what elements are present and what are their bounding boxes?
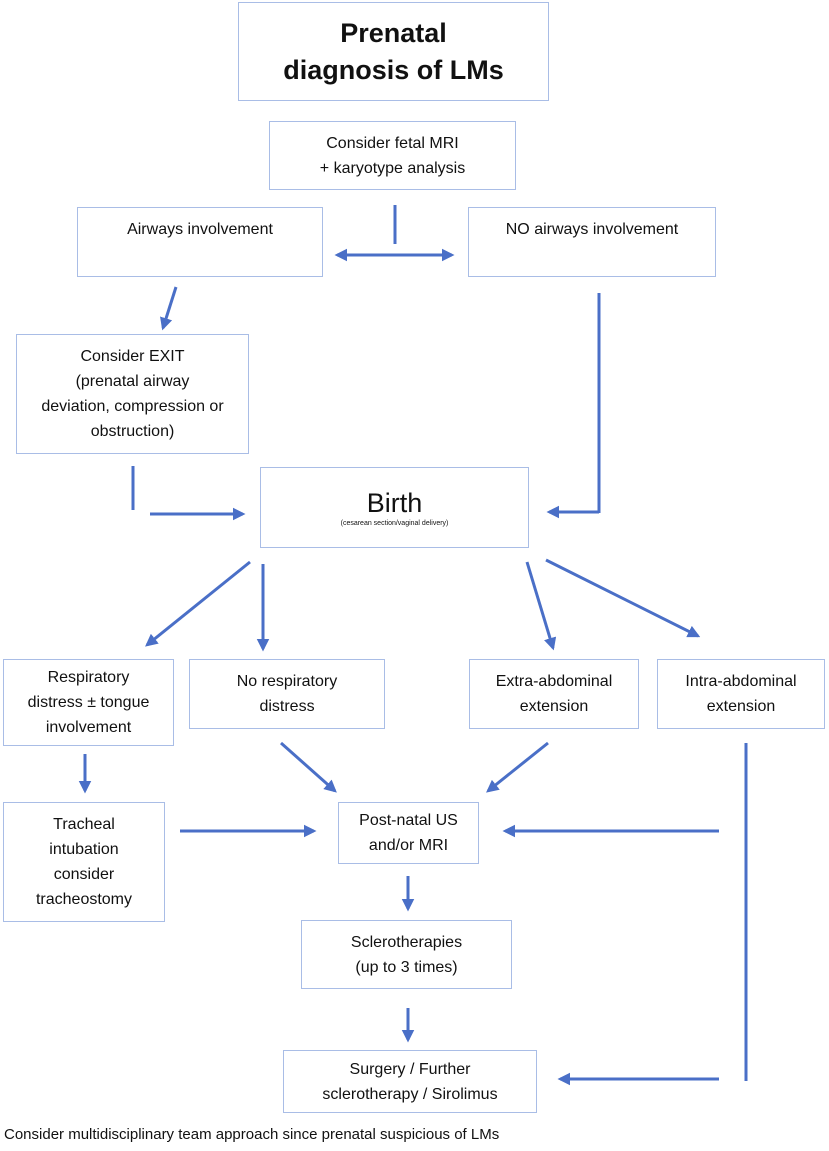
respiratory-distress-line-3: involvement [45,719,132,736]
birth-subtitle: (cesarean section/vaginal delivery) [340,519,449,527]
prenatal-diagnosis-line-2: diagnosis of LMs [283,54,504,85]
postnatal-us-box: Post-natal US and/or MRI [338,802,479,864]
consider-exit-box: Consider EXIT (prenatal airway deviation… [16,334,249,454]
consider-exit-line-3: deviation, compression or [41,398,224,415]
postnatal-us-line-2: and/or MRI [368,837,449,854]
tracheal-intubation-line-1: Tracheal [53,816,115,833]
surgery-box: Surgery / Further sclerotherapy / Siroli… [283,1050,537,1113]
fetal-mri-line-2: + karyotype analysis [319,159,466,177]
surgery-line-2: sclerotherapy / Sirolimus [322,1085,498,1103]
respiratory-distress-box: Respiratory distress ± tongue involvemen… [3,659,174,746]
no-airways-involvement-label: NO airways involvement [505,221,679,238]
no-respiratory-distress-box: No respiratory distress [189,659,385,729]
intra-abdominal-line-1: Intra-abdominal [685,673,797,690]
birth-title: Birth [366,487,423,518]
sclerotherapies-box: Sclerotherapies (up to 3 times) [301,920,512,989]
tracheal-intubation-box: Tracheal intubation consider tracheostom… [3,802,165,922]
arrow-birth-to-extra-abdominal [525,561,557,651]
intra-abdominal-line-2: extension [706,698,776,715]
fetal-mri-line-1: Consider fetal MRI [326,134,459,152]
postnatal-us-line-1: Post-natal US [359,812,458,829]
intra-abdominal-box: Intra-abdominal extension [657,659,825,729]
consider-exit-line-2: (prenatal airway [75,373,190,390]
extra-abdominal-line-2: extension [519,698,589,715]
consider-exit-line-4: obstruction) [90,423,175,440]
no-airways-involvement-box: NO airways involvement [468,207,716,277]
footer-note: Consider multidisciplinary team approach… [4,1126,500,1143]
no-respiratory-distress-line-2: distress [259,698,315,715]
respiratory-distress-line-2: distress ± tongue [27,694,150,711]
arrow-extra-abd-to-postnatal [486,741,549,793]
arrow-birth-to-respiratory-distress [145,560,251,647]
respiratory-distress-line-1: Respiratory [47,669,130,686]
tracheal-intubation-line-3: consider [53,866,115,883]
sclerotherapies-line-1: Sclerotherapies [350,933,463,951]
extra-abdominal-box: Extra-abdominal extension [469,659,639,729]
tracheal-intubation-line-2: intubation [49,841,119,858]
airways-involvement-label: Airways involvement [127,221,273,238]
arrow-no-resp-to-postnatal [280,741,337,793]
surgery-line-1: Surgery / Further [349,1060,471,1078]
sclerotherapies-line-2: (up to 3 times) [355,958,458,976]
extra-abdominal-line-1: Extra-abdominal [495,673,613,690]
prenatal-diagnosis-line-1: Prenatal [340,17,447,48]
fetal-mri-box: Consider fetal MRI + karyotype analysis [269,121,516,190]
birth-box: Birth (cesarean section/vaginal delivery… [260,467,529,548]
tracheal-intubation-line-4: tracheostomy [35,891,133,908]
arrow-birth-to-intra-abdominal [545,558,701,638]
no-respiratory-distress-line-1: No respiratory [236,673,338,690]
prenatal-diagnosis-box: Prenatal diagnosis of LMs [238,2,549,101]
airways-involvement-box: Airways involvement [77,207,323,277]
consider-exit-line-1: Consider EXIT [80,348,185,365]
arrow-airways-to-exit [160,286,178,331]
